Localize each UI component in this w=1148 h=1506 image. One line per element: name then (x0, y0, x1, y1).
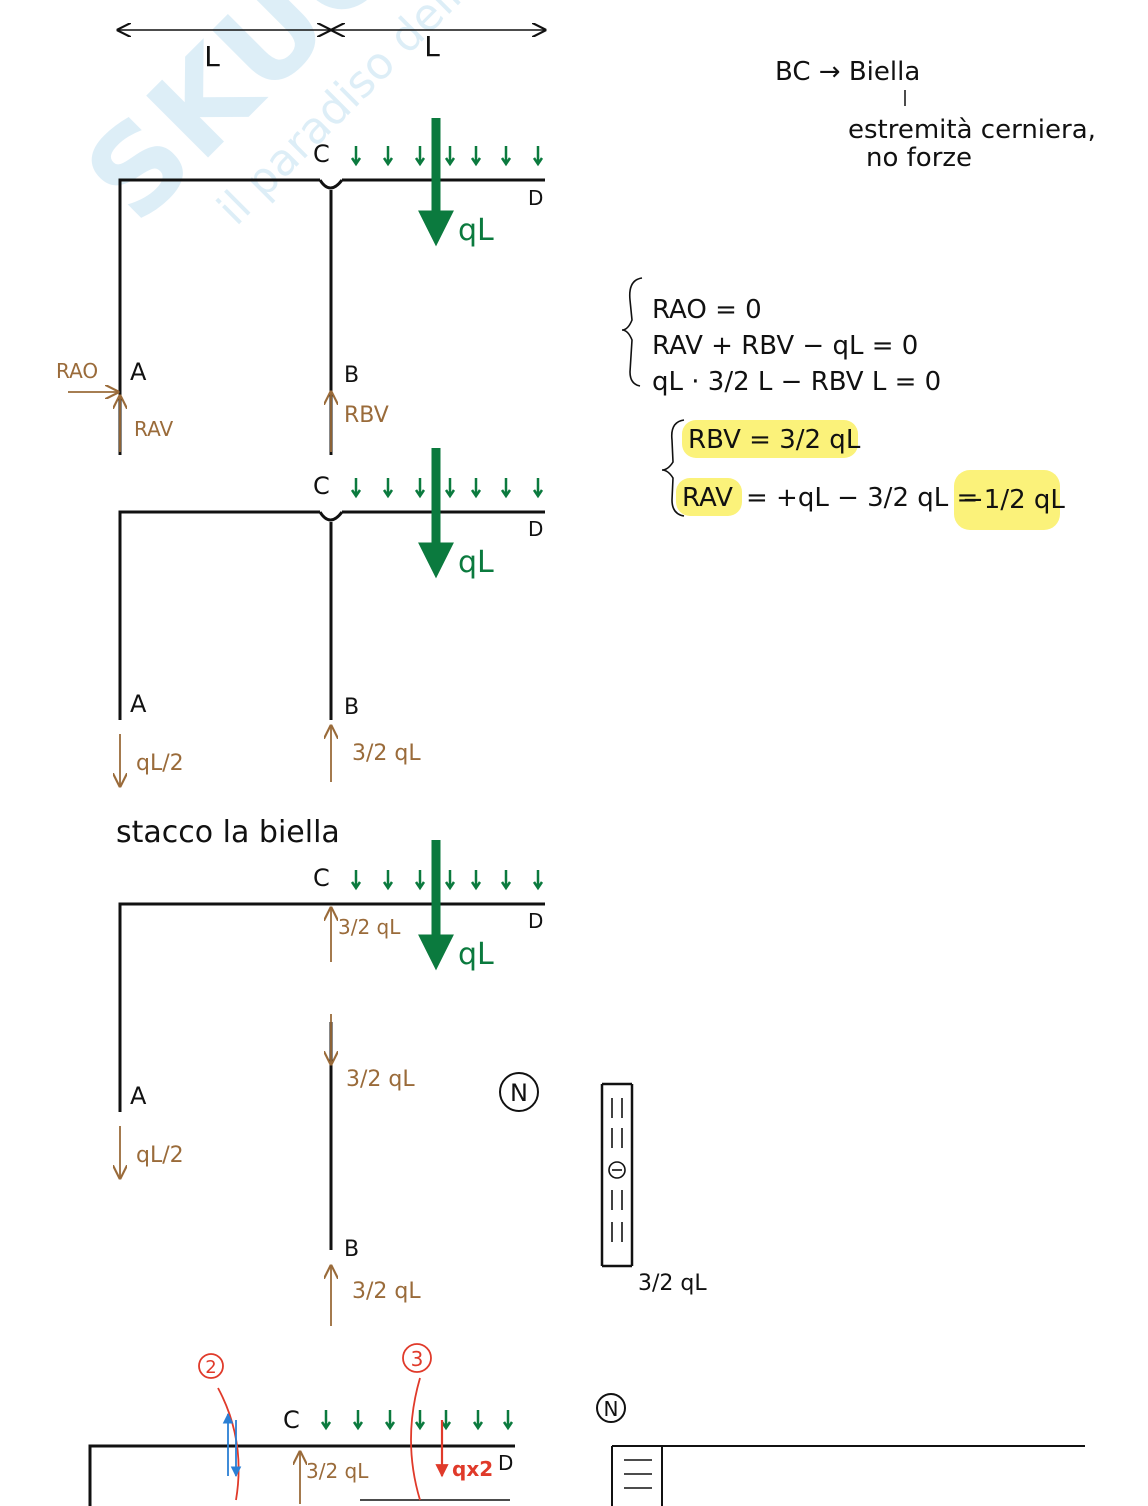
distributed-load-1 (350, 144, 544, 166)
point-a-label-3: A (130, 1082, 147, 1110)
distributed-load-4 (320, 1408, 514, 1430)
reaction-a-value-3: qL/2 (136, 1143, 184, 1168)
equation-3: qL · 3/2 L − RBV L = 0 (652, 367, 941, 397)
point-c-label-1: C (313, 140, 330, 168)
solution-rav-lhs: RAV (682, 483, 733, 513)
rod-top-force-value: 3/2 qL (346, 1067, 415, 1092)
point-d-label-3: D (528, 909, 543, 933)
section-cut-3-label: 3 (411, 1347, 424, 1371)
structure-diagram-2: qL C D A B qL/2 3/2 qL (120, 448, 545, 786)
highlight-rav-value (954, 470, 1060, 530)
reaction-rbv-label: RBV (344, 403, 389, 428)
axial-force-value: 3/2 qL (638, 1271, 707, 1296)
point-a-label-1: A (130, 358, 147, 386)
section-title: stacco la biella (116, 815, 340, 850)
point-c-label-3: C (313, 864, 330, 892)
solution-rbv: RBV = 3/2 qL (688, 425, 861, 455)
pin-reaction-value: 3/2 qL (338, 915, 401, 939)
point-d-label-1: D (528, 186, 543, 210)
reaction-b-value-3: 3/2 qL (352, 1279, 421, 1304)
section-force-label: qx2 (452, 1457, 493, 1481)
dimension-lines: L L (118, 30, 545, 73)
side-note-line3: no forze (866, 143, 972, 173)
point-d-label-2: D (528, 517, 543, 541)
pin-reaction-value-4: 3/2 qL (306, 1459, 369, 1483)
equation-2: RAV + RBV − qL = 0 (652, 331, 918, 361)
point-b-label-2: B (344, 695, 359, 720)
dimension-right-label: L (424, 30, 440, 63)
highlight-rav (676, 478, 742, 516)
reaction-b-value-2: 3/2 qL (352, 741, 421, 766)
equilibrium-equations: RAO = 0 RAV + RBV − qL = 0 qL · 3/2 L − … (621, 277, 1065, 530)
n-label-circle: N (510, 1079, 528, 1107)
reaction-rao-label: RAO (56, 359, 98, 383)
structure-diagram-1: qL C D A B RAO RAV RBV (56, 118, 545, 455)
dimension-left-label: L (204, 40, 220, 73)
resultant-label-1: qL (458, 213, 494, 248)
equation-1: RAO = 0 (652, 295, 762, 325)
solution-rav-middle: = +qL − 3/2 qL = (746, 483, 978, 513)
reaction-a-value-2: qL/2 (136, 751, 184, 776)
n-label-circle-bottom: N (604, 1397, 619, 1421)
distributed-load-2 (350, 476, 544, 498)
resultant-label-3: qL (458, 937, 494, 972)
point-b-label-3: B (344, 1237, 359, 1262)
side-note: BC → Biella estremità cerniera, no forze (775, 57, 1096, 173)
reaction-rav-label: RAV (134, 417, 173, 441)
distributed-load-3 (350, 868, 544, 890)
point-d-label-4: D (498, 1451, 513, 1475)
section-cut-2-label: 2 (205, 1357, 216, 1378)
point-c-label-2: C (313, 472, 330, 500)
highlight-rbv (682, 420, 858, 458)
side-note-line1: BC → Biella (775, 57, 920, 87)
point-c-label-4: C (283, 1406, 300, 1434)
point-b-label-1: B (344, 363, 359, 388)
solution-rav-rhs: −1/2 qL (962, 485, 1065, 515)
axial-force-diagram: 3/2 qL (600, 1082, 707, 1296)
resultant-label-2: qL (458, 545, 494, 580)
structure-diagram-3: qL C D 3/2 qL 3/2 qL A qL/2 B 3/2 qL N (120, 840, 545, 1326)
side-note-line2: estremità cerniera, (848, 115, 1096, 145)
point-a-label-2: A (130, 690, 147, 718)
structure-diagram-4: C D 3/2 qL 2 3 qx2 N (88, 1343, 1085, 1506)
